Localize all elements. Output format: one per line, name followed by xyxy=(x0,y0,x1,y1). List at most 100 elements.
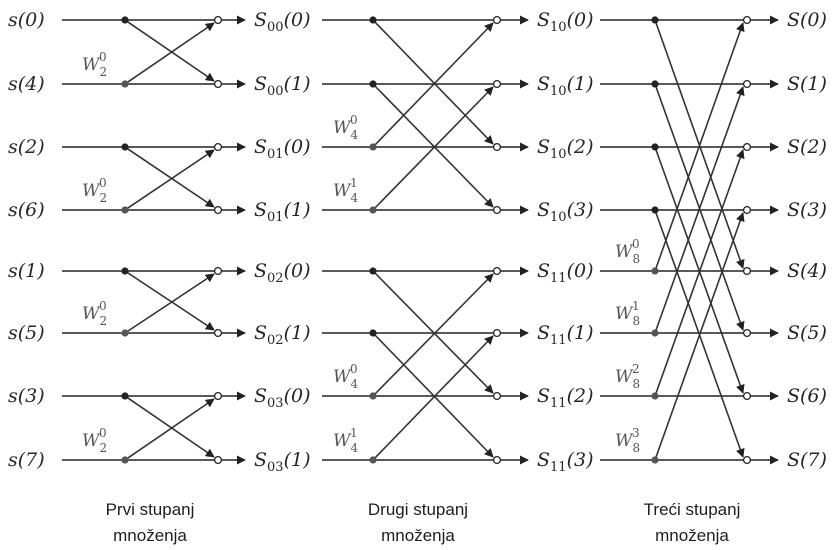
input-label-6: s(3) xyxy=(8,385,45,407)
stage1-cross-5 xyxy=(124,273,215,334)
caption-line1-1: Drugi stupanj xyxy=(368,500,468,519)
stage2-cross-1 xyxy=(372,83,494,208)
stage2-node-5 xyxy=(369,329,377,337)
stage1-twiddle-1: W20 xyxy=(82,176,107,205)
stage3-cross-3 xyxy=(654,209,745,458)
stage1-sum-node-4 xyxy=(213,266,223,276)
output-label-2: S(2) xyxy=(787,136,827,158)
stage2-cross-3 xyxy=(372,86,494,211)
stage1-node-3 xyxy=(121,206,129,214)
stage3-node-1 xyxy=(651,80,659,88)
stage1-twiddle-3: W20 xyxy=(82,426,107,455)
output-label-7: S(7) xyxy=(787,449,827,471)
stage1-sum-node-7 xyxy=(213,455,223,465)
butterfly-nodes xyxy=(121,15,752,465)
stage2-cross-7 xyxy=(372,335,494,461)
stage2-sum-node-0 xyxy=(492,15,502,25)
stage1-node-1 xyxy=(121,80,129,88)
stage2-output-label-0: S10(0) xyxy=(537,9,594,35)
output-label-5: S(5) xyxy=(787,322,827,344)
stage3-twiddle-1: W81 xyxy=(615,299,640,328)
output-label-1: S(1) xyxy=(787,73,827,95)
input-label-1: s(4) xyxy=(8,73,45,95)
stage2-node-1 xyxy=(369,80,377,88)
stage1-node-2 xyxy=(121,143,129,151)
stage1-output-label-0: S00(0) xyxy=(254,9,311,35)
stage3-node-3 xyxy=(651,206,659,214)
caption-line2-1: množenja xyxy=(381,526,455,545)
stage1-sum-node-2 xyxy=(213,142,223,152)
stage3-node-2 xyxy=(651,143,659,151)
input-label-5: s(5) xyxy=(8,322,45,344)
stage3-node-0 xyxy=(651,16,659,24)
stage2-sum-node-4 xyxy=(492,266,502,276)
stage3-node-5 xyxy=(651,329,659,337)
stage1-output-label-6: S03(0) xyxy=(254,385,311,411)
stage2-node-0 xyxy=(369,16,377,24)
stage2-output-label-6: S11(2) xyxy=(537,385,594,411)
stage2-cross-0 xyxy=(372,19,494,145)
stage1-output-label-4: S02(0) xyxy=(254,260,311,286)
stage2-sum-node-7 xyxy=(492,455,502,465)
stage1-output-label-1: S00(1) xyxy=(254,73,311,99)
stage1-twiddle-0: W20 xyxy=(82,50,107,79)
stage3-sum-node-2 xyxy=(742,142,752,152)
stage3-sum-node-1 xyxy=(742,79,752,89)
stage1-node-0 xyxy=(121,16,129,24)
input-label-0: s(0) xyxy=(8,9,45,31)
stage2-twiddle-0: W40 xyxy=(333,113,358,142)
caption-line2-2: množenja xyxy=(655,526,729,545)
stage3-sum-node-4 xyxy=(742,266,752,276)
caption-line2-0: množenja xyxy=(113,526,187,545)
output-label-0: S(0) xyxy=(787,9,827,31)
stage2-node-7 xyxy=(369,456,377,464)
stage1-node-7 xyxy=(121,456,129,464)
stage1-cross-2 xyxy=(124,146,215,208)
stage3-cross-6 xyxy=(654,149,745,397)
input-label-2: s(2) xyxy=(8,136,45,158)
stage3-cross-0 xyxy=(654,19,745,269)
stage2-output-label-7: S11(3) xyxy=(537,449,594,475)
stage3-node-4 xyxy=(651,267,659,275)
stage2-cross-6 xyxy=(372,273,494,397)
stage1-output-label-2: S01(0) xyxy=(254,136,311,162)
stage2-output-label-1: S10(1) xyxy=(537,73,594,99)
stage3-twiddle-0: W80 xyxy=(615,237,640,266)
stage2-output-label-2: S10(2) xyxy=(537,136,594,162)
stage-captions: Prvi stupanj množenja Drugi stupanj množenj… xyxy=(106,500,741,545)
input-label-4: s(1) xyxy=(8,260,45,282)
caption-line1-0: Prvi stupanj xyxy=(106,500,195,519)
input-label-7: s(7) xyxy=(8,449,45,471)
stage2-twiddle-3: W41 xyxy=(333,426,358,455)
caption-line1-2: Treći stupanj xyxy=(644,500,741,519)
stage1-sum-node-3 xyxy=(213,205,223,215)
stage1-sum-node-1 xyxy=(213,79,223,89)
stage2-cross-5 xyxy=(372,332,494,458)
stage1-cross-6 xyxy=(124,395,215,458)
stage3-cross-2 xyxy=(654,146,745,394)
stage2-sum-node-1 xyxy=(492,79,502,89)
stage1-output-label-7: S03(1) xyxy=(254,449,311,475)
stage2-node-4 xyxy=(369,267,377,275)
stage1-cross-4 xyxy=(124,270,215,331)
stage3-sum-node-7 xyxy=(742,455,752,465)
stage2-node-2 xyxy=(369,143,377,151)
stage1-sum-node-5 xyxy=(213,328,223,338)
stage3-cross-7 xyxy=(654,212,745,461)
stage1-cross-7 xyxy=(124,398,215,461)
stage3-sum-node-3 xyxy=(742,205,752,215)
stage2-sum-node-3 xyxy=(492,205,502,215)
stage2-output-label-4: S11(0) xyxy=(537,260,594,286)
stage3-node-7 xyxy=(651,456,659,464)
stage3-sum-node-0 xyxy=(742,15,752,25)
stage3-node-6 xyxy=(651,392,659,400)
stage2-twiddle-1: W41 xyxy=(333,176,358,205)
stage2-sum-node-2 xyxy=(492,142,502,152)
stage2-output-label-5: S11(1) xyxy=(537,322,594,348)
stage3-cross-4 xyxy=(654,22,745,272)
stage1-node-6 xyxy=(121,392,129,400)
butterfly-wires xyxy=(62,15,779,465)
stage3-sum-node-6 xyxy=(742,391,752,401)
output-label-6: S(6) xyxy=(787,385,827,407)
